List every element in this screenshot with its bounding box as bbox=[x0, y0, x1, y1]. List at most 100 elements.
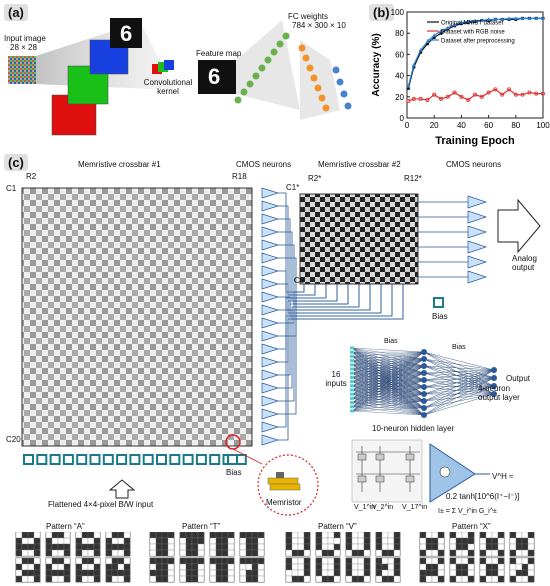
neuron-wiring bbox=[278, 192, 468, 441]
pattern-pixel bbox=[105, 532, 113, 539]
cmos-neuron bbox=[261, 369, 280, 381]
inputs16-label: 16 inputs bbox=[325, 370, 347, 388]
pattern-pixel bbox=[215, 563, 223, 571]
x-tick-label: 20 bbox=[430, 121, 439, 130]
data-point bbox=[411, 63, 416, 67]
nn-edge bbox=[351, 379, 425, 412]
pattern-pixel bbox=[257, 532, 265, 539]
nn-edge bbox=[423, 377, 495, 402]
pattern-pixel bbox=[425, 543, 433, 551]
input-cell bbox=[235, 454, 247, 465]
cmos-neuron bbox=[261, 356, 280, 368]
pattern-pixel bbox=[63, 549, 71, 557]
pattern-pixel bbox=[33, 549, 41, 557]
pattern-pixel bbox=[297, 549, 305, 557]
svg-text:6: 6 bbox=[208, 64, 220, 89]
pattern-pixel bbox=[155, 537, 163, 545]
nn-edge bbox=[351, 358, 425, 361]
pattern-pixel bbox=[75, 549, 83, 557]
pattern-pixel bbox=[491, 537, 499, 545]
pattern-pixel bbox=[45, 532, 53, 539]
pattern-pixel bbox=[63, 543, 71, 551]
pattern-pixel bbox=[105, 537, 113, 545]
c1-label: C1 bbox=[6, 184, 17, 193]
pattern-x-label: Pattern “X” bbox=[452, 522, 491, 531]
x-tick-label: 80 bbox=[511, 121, 520, 130]
pattern-pixel bbox=[497, 537, 505, 545]
crossbar-diagram bbox=[21, 187, 541, 516]
nn-edge bbox=[423, 372, 495, 387]
pattern-pixel bbox=[221, 543, 229, 551]
input-image-label: Input image bbox=[4, 34, 46, 43]
pattern-pixel bbox=[357, 575, 365, 583]
nn-edge bbox=[351, 400, 425, 412]
pattern-pixel bbox=[167, 569, 175, 577]
cmos-neuron bbox=[467, 225, 488, 239]
wire bbox=[278, 284, 404, 320]
pattern-pixel bbox=[93, 537, 101, 545]
pattern-pixel bbox=[387, 569, 395, 577]
pattern-pixel bbox=[381, 569, 389, 577]
input-cell bbox=[89, 454, 101, 465]
pattern-pixel bbox=[351, 549, 359, 557]
pattern-pixel bbox=[149, 532, 157, 539]
pattern-pixel bbox=[227, 549, 235, 557]
pattern-pixel bbox=[321, 557, 329, 565]
nn-edge bbox=[351, 358, 425, 378]
pattern-pixel bbox=[467, 563, 475, 571]
pattern-pixel bbox=[197, 575, 205, 583]
pattern-pixel bbox=[93, 532, 101, 539]
pattern-pixel bbox=[351, 537, 359, 545]
pattern-pixel bbox=[321, 537, 329, 545]
c8-label: C8 bbox=[294, 276, 305, 285]
pattern-pixel bbox=[291, 549, 299, 557]
pattern-pixel bbox=[515, 543, 523, 551]
pattern-pixel bbox=[161, 575, 169, 583]
pattern-pixel bbox=[209, 532, 217, 539]
pattern-pixel bbox=[111, 563, 119, 571]
pattern-pixel bbox=[345, 575, 353, 583]
pattern-pixel bbox=[15, 569, 23, 577]
pattern-pixel bbox=[291, 537, 299, 545]
nn-edge bbox=[351, 352, 425, 360]
data-point bbox=[439, 31, 443, 35]
pattern-pixel bbox=[51, 549, 59, 557]
pattern-pixel bbox=[479, 563, 487, 571]
pattern-pixel bbox=[93, 543, 101, 551]
pattern-pixel bbox=[81, 537, 89, 545]
input-up-arrow bbox=[108, 479, 136, 499]
nn-hidden-node bbox=[421, 377, 427, 383]
cmos-neuron bbox=[467, 210, 488, 224]
pattern-pixel bbox=[27, 549, 35, 557]
crossbar1-title: Memristive crossbar #1 bbox=[78, 160, 161, 169]
data-point bbox=[540, 91, 545, 96]
pattern-pixel bbox=[291, 575, 299, 583]
pattern-pixel bbox=[321, 575, 329, 583]
y-tick-label: 0 bbox=[400, 114, 405, 123]
pattern-pixel bbox=[527, 563, 535, 571]
panel-c-label: (c) bbox=[4, 154, 28, 171]
data-point bbox=[520, 16, 525, 20]
pattern-pixel bbox=[491, 569, 499, 577]
pattern-pixel bbox=[449, 543, 457, 551]
pattern-pixel bbox=[297, 575, 305, 583]
pattern-pixel bbox=[167, 575, 175, 583]
pattern-pixel bbox=[155, 575, 163, 583]
pattern-pixel bbox=[63, 563, 71, 571]
pattern-pixel bbox=[303, 537, 311, 545]
pattern-pixel bbox=[33, 569, 41, 577]
pattern-pixel bbox=[315, 537, 323, 545]
cmos-neuron bbox=[261, 434, 280, 446]
nn-edge bbox=[351, 358, 425, 399]
pattern-pixel bbox=[521, 537, 529, 545]
pattern-pixel bbox=[179, 543, 187, 551]
pattern-pixel bbox=[185, 549, 193, 557]
x-tick-label: 40 bbox=[457, 121, 466, 130]
pattern-pixel bbox=[419, 549, 427, 557]
nn-hidden-node bbox=[421, 398, 427, 404]
pattern-pixel bbox=[479, 532, 487, 539]
pattern-pixel bbox=[33, 563, 41, 571]
nn-edge bbox=[351, 351, 425, 378]
pattern-pixel bbox=[45, 549, 53, 557]
cmos-neuron bbox=[261, 291, 280, 303]
